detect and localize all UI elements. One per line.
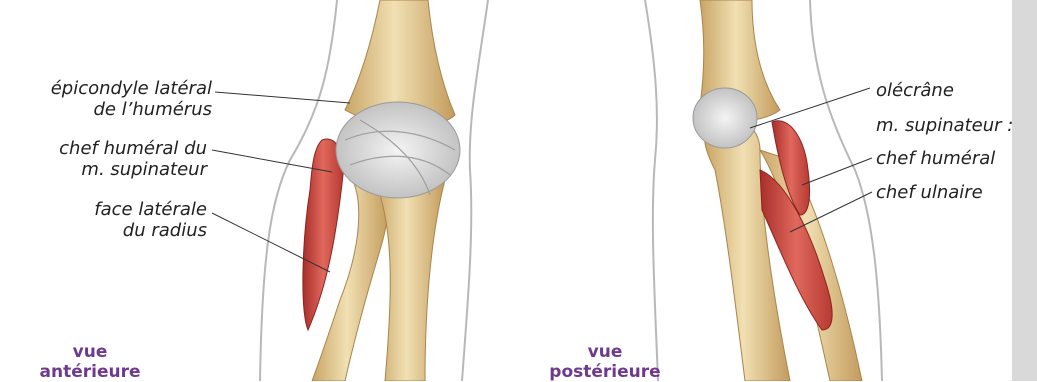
leader-humeral-head [802,158,872,185]
skin-outline-left-post [645,0,658,381]
caption-posterior-view: vue postérieure [540,342,670,382]
leader-epicondyle [215,92,350,103]
caption-anterior-view: vue antérieure [30,342,150,382]
ligament-capsule-posterior [693,88,757,148]
label-olecranon: olécrâne [876,80,954,101]
label-epicondyle-line2: de l’humérus [51,99,212,120]
label-supinator-head-line2: m. supinateur [59,159,207,180]
label-supinator: m. supinateur : [876,115,1013,136]
page-edge-shadow [1012,0,1037,381]
label-ulnar-head: chef ulnaire [876,182,983,203]
label-supinator-head: chef huméral du m. supinateur [59,138,207,180]
ulna-bone [375,180,445,381]
ligament-capsule-anterior [336,102,460,198]
label-epicondyle: épicondyle latéral de l’humérus [51,78,212,120]
posterior-view-drawing [645,0,882,381]
label-humeral-head: chef huméral [876,148,995,169]
anterior-view-drawing [212,0,488,381]
skin-outline-right [462,0,488,381]
label-radius-face-line1: face latérale [94,199,207,220]
label-radius-face: face latérale du radius [94,199,207,241]
label-radius-face-line2: du radius [94,220,207,241]
label-supinator-head-line1: chef huméral du [59,138,207,159]
label-epicondyle-line1: épicondyle latéral [51,78,212,99]
